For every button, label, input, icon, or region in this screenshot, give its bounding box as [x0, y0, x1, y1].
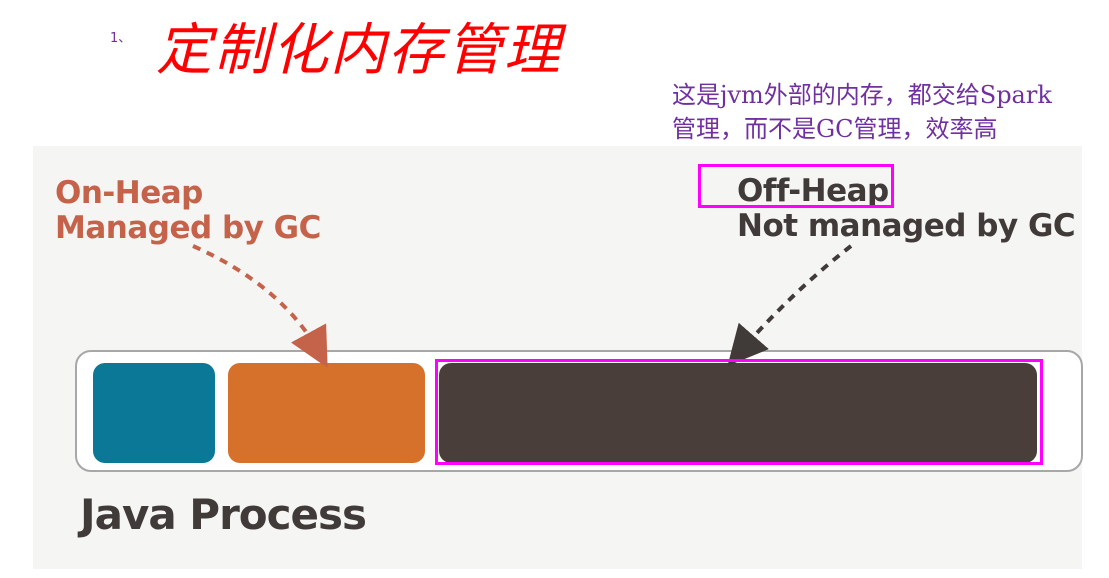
- off-heap-memory-block: [439, 363, 1037, 463]
- teal-memory-block: [93, 363, 215, 463]
- on-heap-label: On-Heap Managed by GC: [55, 176, 321, 246]
- off-heap-label-highlight: [698, 164, 894, 208]
- slide-title: 定制化内存管理: [156, 18, 562, 83]
- memory-diagram: On-Heap Managed by GC Off-Heap Not manag…: [33, 146, 1083, 569]
- slide-number: 1、: [110, 31, 132, 46]
- off-heap-title: Off-Heap: [737, 173, 889, 209]
- on-heap-subtitle: Managed by GC: [55, 210, 321, 246]
- off-heap-arrow: [727, 244, 853, 367]
- on-heap-arrow: [192, 244, 328, 369]
- off-heap-label: Off-Heap Not managed by GC: [737, 173, 1076, 244]
- annotation-line-2: 管理，而不是GC管理，效率高: [672, 115, 998, 143]
- annotation-note: 这是jvm外部的内存，都交给Spark 管理，而不是GC管理，效率高: [672, 78, 1052, 146]
- java-process-label: Java Process: [80, 490, 367, 539]
- off-heap-block-highlight: [435, 359, 1043, 465]
- on-heap-title: On-Heap: [55, 175, 203, 211]
- annotation-line-1: 这是jvm外部的内存，都交给Spark: [672, 81, 1052, 109]
- off-heap-subtitle: Not managed by GC: [737, 208, 1076, 244]
- diagram-arrows: [192, 244, 853, 369]
- on-heap-memory-block: [228, 363, 425, 463]
